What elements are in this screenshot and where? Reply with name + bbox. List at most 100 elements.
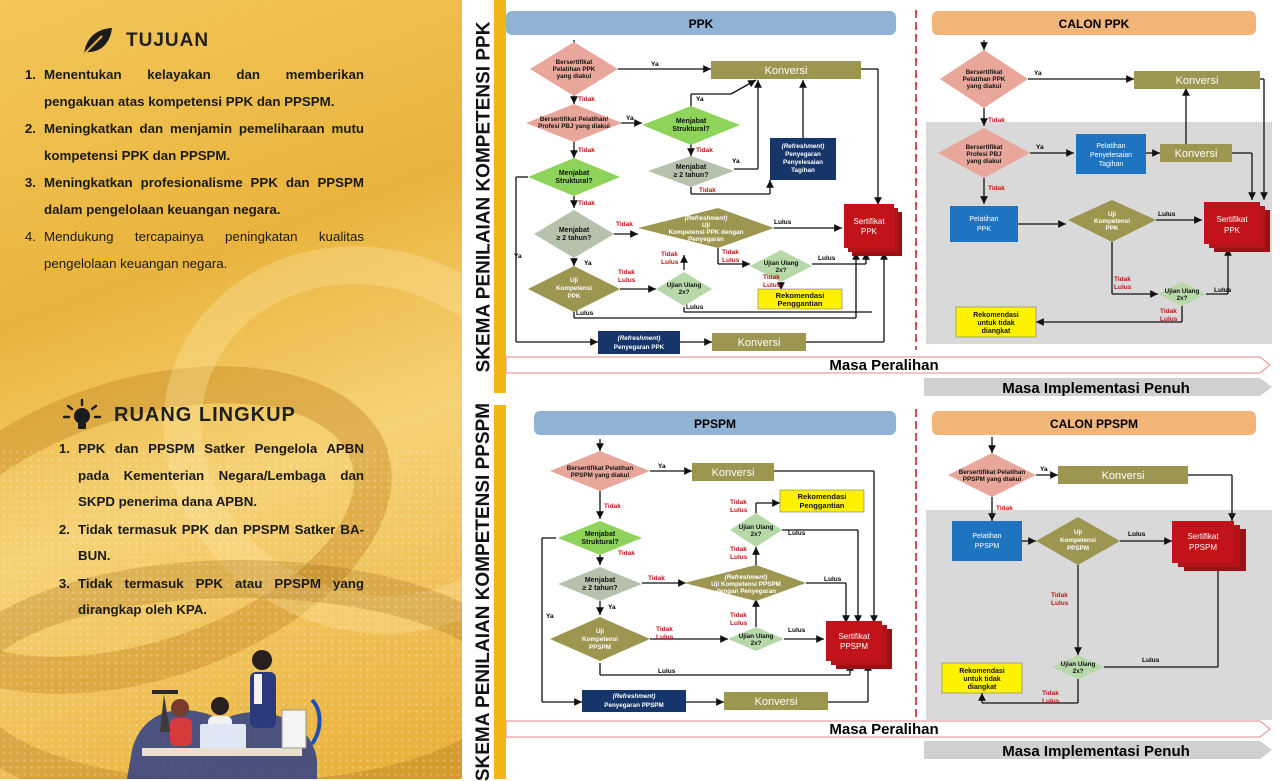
svg-text:Konversi: Konversi [1176, 75, 1219, 87]
svg-text:Rekomendasi: Rekomendasi [973, 312, 1019, 319]
masa-peralihan-arrow [506, 720, 1271, 738]
svg-text:Tidak: Tidak [656, 626, 673, 633]
svg-text:untuk tidak: untuk tidak [977, 320, 1014, 327]
svg-text:dengan Penyegaran: dengan Penyegaran [716, 588, 776, 595]
svg-text:Lulus: Lulus [788, 530, 806, 537]
calon-box-pelatihan-tagihan [1076, 134, 1146, 174]
svg-text:Bersertifikat: Bersertifikat [556, 59, 594, 66]
svg-text:Tidak: Tidak [722, 249, 739, 256]
svg-text:Kompetensi: Kompetensi [582, 636, 618, 643]
svg-text:Tidak: Tidak [616, 221, 633, 228]
svg-text:Pelatihan PPK: Pelatihan PPK [963, 76, 1006, 83]
svg-text:Struktural?: Struktural? [581, 539, 618, 546]
svg-text:Profesi PBJ: Profesi PBJ [966, 151, 1002, 158]
svg-text:Uji: Uji [702, 222, 710, 229]
svg-text:Rekomendasi: Rekomendasi [959, 668, 1005, 675]
masa-implementasi-label: Masa Implementasi Penuh [1002, 380, 1190, 397]
svg-text:Menjabat: Menjabat [559, 170, 590, 177]
doc-sertifikat [844, 204, 902, 256]
svg-text:Ya: Ya [546, 613, 554, 620]
decision-tenure [534, 210, 614, 258]
svg-text:Ya: Ya [626, 115, 634, 122]
ppk-vertical-title: SKEMA PENILAIAN KOMPETENSI PPK [462, 0, 506, 393]
box-refresh-ppspm [582, 690, 686, 712]
svg-text:Ya: Ya [651, 61, 659, 68]
svg-text:Struktural?: Struktural? [672, 126, 709, 133]
calon-decision-competency [1036, 517, 1120, 565]
svg-text:Lulus: Lulus [1051, 600, 1069, 607]
svg-text:Ujian Ulang: Ujian Ulang [739, 524, 774, 531]
svg-text:Penyelesaian: Penyelesaian [1090, 152, 1132, 159]
ppspm-header-label: PPSPM [694, 417, 736, 431]
svg-text:Sertifikat: Sertifikat [1216, 215, 1248, 224]
calon-box-rekomendasi [941, 662, 1023, 694]
svg-text:diangkat: diangkat [968, 684, 997, 691]
svg-text:Tidak: Tidak [730, 546, 747, 553]
svg-text:(Refreshment): (Refreshment) [613, 693, 656, 700]
decision-competency-test [550, 617, 650, 661]
svg-text:PPSPM: PPSPM [589, 644, 611, 651]
svg-text:PPSPM yang diakui: PPSPM yang diakui [571, 472, 630, 479]
list-item: 2.Tidak termasuk PPK dan PPSPM Satker BA… [58, 521, 364, 564]
svg-text:Konversi: Konversi [712, 467, 755, 479]
svg-text:2x?: 2x? [1177, 295, 1188, 302]
svg-text:Uji Kompetensi PPSPM: Uji Kompetensi PPSPM [711, 581, 781, 588]
svg-text:≥ 2 tahun?: ≥ 2 tahun? [674, 172, 709, 179]
svg-text:2x?: 2x? [751, 640, 762, 647]
calon-ppk-connectors [980, 40, 1268, 326]
svg-text:(Refreshment): (Refreshment) [782, 143, 825, 150]
masa-implementasi-arrow [924, 378, 1272, 396]
decision-retest [656, 272, 712, 306]
ppspm-header [534, 411, 896, 435]
svg-text:Ya: Ya [1040, 466, 1048, 473]
svg-text:Uji: Uji [596, 628, 604, 635]
svg-text:Tidak: Tidak [699, 187, 716, 194]
svg-text:Ujian Ulang: Ujian Ulang [764, 260, 799, 267]
ppspm-vertical-title: SKEMA PENILAIAN KOMPETENSI PPSPM [462, 403, 506, 781]
svg-text:Konversi: Konversi [1102, 470, 1145, 482]
calon-ppspm-header-label: CALON PPSPM [1050, 417, 1138, 431]
list-item: 3.Tidak termasuk PPK atau PPSPM yang dir… [58, 575, 364, 618]
svg-text:Tidak: Tidak [604, 503, 621, 510]
calon-decision-retest [1158, 282, 1206, 306]
decision-structural [528, 158, 620, 196]
svg-text:Tidak: Tidak [763, 274, 780, 281]
svg-text:Ya: Ya [608, 604, 616, 611]
decision-refresh-test [638, 208, 774, 248]
leaf-icon [83, 28, 112, 55]
svg-text:Ujian Ulang: Ujian Ulang [667, 282, 702, 289]
decision-structural [558, 521, 642, 555]
svg-text:PPSPM: PPSPM [975, 543, 1000, 550]
list-item: 4.Mendukung tercapainya peningkatan kual… [24, 229, 364, 271]
masa-peralihan-arrow [506, 356, 1271, 374]
list-item: 1.PPK dan PPSPM Satker Pengelola APBN pa… [58, 441, 364, 509]
masa-implementasi-label: Masa Implementasi Penuh [1002, 743, 1190, 760]
svg-text:Sertifikat: Sertifikat [1187, 532, 1219, 541]
svg-text:Ya: Ya [514, 253, 522, 260]
svg-text:Uji: Uji [570, 277, 578, 284]
svg-text:Sertifikat: Sertifikat [838, 632, 870, 641]
svg-text:Lulus: Lulus [722, 257, 740, 264]
list-item: 1.Menentukan kelayakan dan memberikan pe… [24, 67, 364, 109]
svg-text:Tidak: Tidak [730, 612, 747, 619]
ppk-flowchart: PPK CALON PPK [506, 10, 1272, 397]
svg-text:Uji: Uji [1108, 211, 1116, 218]
svg-text:Ya: Ya [732, 158, 740, 165]
svg-text:Tidak: Tidak [988, 117, 1005, 124]
svg-text:Bersertifikat Pelatihan: Bersertifikat Pelatihan [959, 469, 1026, 476]
svg-text:Bersertifikat: Bersertifikat [966, 69, 1004, 76]
svg-text:PPK: PPK [1106, 225, 1119, 232]
calon-box-konversi [1134, 71, 1260, 89]
svg-text:≥ 2 tahun?: ≥ 2 tahun? [583, 585, 618, 592]
svg-text:Pelatihan: Pelatihan [972, 533, 1001, 540]
svg-text:Penggantian: Penggantian [777, 299, 822, 308]
svg-text:Lulus: Lulus [1114, 284, 1132, 291]
svg-text:Tidak: Tidak [988, 185, 1005, 192]
svg-text:Konversi: Konversi [755, 696, 798, 708]
svg-text:Kompetensi PPK dengan: Kompetensi PPK dengan [669, 229, 744, 236]
svg-text:Lulus: Lulus [1214, 287, 1232, 294]
svg-text:yang diakui: yang diakui [967, 83, 1002, 90]
calon-ppk-header [932, 11, 1256, 35]
svg-text:Lulus: Lulus [730, 620, 748, 627]
svg-text:Tidak: Tidak [1160, 308, 1177, 315]
